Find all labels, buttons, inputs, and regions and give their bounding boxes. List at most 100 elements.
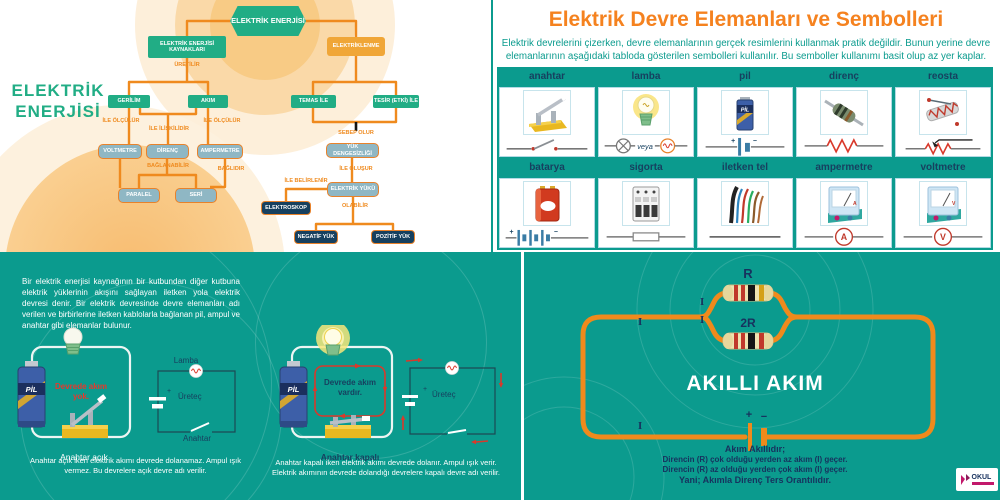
node-negatif-yuk: NEGATİF YÜK	[294, 230, 338, 244]
reosta-image	[919, 90, 967, 136]
closed-circuit-caption: Anahtar kapalı iken elektrik akımı devre…	[271, 458, 501, 477]
cell-reosta	[895, 87, 991, 157]
node-tesir-ile: TESİR (ETKİ) İLE	[373, 95, 419, 108]
schematic-plus-sign: +	[422, 386, 428, 393]
reosta-symbol	[905, 139, 981, 156]
pil-image: PİL	[721, 90, 769, 136]
node-elektrik-yuku: ELEKTRİK YÜKÜ	[327, 182, 379, 197]
header-lamba: lamba	[598, 69, 694, 84]
cell-anahtar	[499, 87, 595, 157]
direnc-symbol	[804, 138, 884, 154]
edge-uretilir: ÜRETİLİR	[174, 62, 200, 68]
schematic-uretec-label: Üreteç	[432, 390, 456, 399]
panel-title: Elektrik Devre Elemanları ve Sembolleri	[548, 8, 944, 31]
top-quadrant-divider	[491, 0, 493, 252]
header-ampermetre: ampermetre	[796, 160, 892, 175]
cell-batarya: + −	[499, 178, 595, 248]
closed-switch-label: Anahtar kapalı	[320, 452, 380, 462]
page-title: ELEKTRİK ENERJİSİ	[11, 81, 105, 122]
current-label-bottom-branch: I	[700, 316, 705, 326]
battery-plus-sign: +	[745, 409, 753, 421]
cell-voltmetre: V V	[895, 178, 991, 248]
symbols-panel: Elektrik Devre Elemanları ve Sembolleri …	[493, 0, 1000, 252]
batarya-symbol: + −	[505, 229, 589, 247]
open-circuit-graphic: PİL	[17, 327, 236, 439]
symbols-table: anahtar lamba pil direnç reosta	[497, 67, 993, 250]
energy-concept-map: ELEKTRİK ENERJİSİ ELEKTRİK ENERJİSİ ELEK…	[0, 0, 491, 252]
open-circuit-caption: Anahtar açık iken elektrik akımı devrede…	[30, 456, 241, 475]
publisher-logo-text: OKUL	[971, 474, 992, 481]
battery-label: PİL	[26, 385, 38, 394]
node-gerilim: GERİLİM	[108, 95, 150, 108]
schematic-lamba-label: Lamba	[173, 356, 199, 365]
smart-current-circuit	[524, 252, 936, 500]
cell-lamba: veya	[598, 87, 694, 157]
resistor-r-label: R	[743, 266, 753, 281]
node-pozitif-yuk: POZİTİF YÜK	[371, 230, 415, 244]
node-paralel: PARALEL	[118, 188, 160, 203]
node-yuk-dengesizligi: YÜK DENGESİZLİĞİ	[326, 143, 379, 158]
panel-subtitle: Elektrik devrelerini çizerken, devre ele…	[501, 38, 991, 62]
schematic-plus-sign: +	[166, 388, 172, 395]
closed-status-text: Devrede akım vardır.	[323, 378, 377, 397]
current-label-top-branch: I	[700, 298, 705, 308]
node-elektroskop: ELEKTROSKOP	[261, 201, 311, 215]
current-label-return: I	[638, 422, 643, 432]
cell-iletken-tel	[697, 178, 793, 248]
edge-baglidir: BAĞLIDIR	[217, 166, 245, 172]
caption-line3: Yani; Akımla Direnç Ters Orantılıdır.	[678, 475, 832, 486]
smart-current-title: AKILLI AKIM	[686, 372, 824, 395]
header-batarya: batarya	[499, 160, 595, 175]
resistor-2r	[722, 332, 774, 350]
edge-ile-olusur: İLE OLUŞUR	[339, 166, 373, 172]
svg-text:PİL: PİL	[741, 106, 750, 113]
anahtar-symbol	[506, 139, 588, 151]
direnc-image	[820, 90, 868, 136]
publisher-logo-bar	[971, 482, 994, 485]
circuits-panel: Bir elektrik enerjisi kaynağının bir kut…	[0, 252, 521, 500]
svg-text:−: −	[554, 229, 558, 236]
svg-text:+: +	[510, 229, 514, 236]
iletken-tel-image	[721, 181, 769, 227]
concept-map-connectors	[118, 19, 398, 230]
schematic-uretec-label: Üreteç	[178, 392, 202, 401]
cell-sigorta	[598, 178, 694, 248]
edge-sebep-olur: SEBEP OLUR	[338, 130, 374, 136]
ampermetre-symbol: A	[804, 228, 884, 247]
pil-symbol: + −	[705, 138, 785, 156]
resistor-r	[722, 284, 774, 302]
edge-ile-olculur-left: İLE ÖLÇÜLÜR	[102, 118, 140, 124]
schematic-anahtar-label: Anahtar	[182, 434, 212, 443]
svg-text:A: A	[841, 232, 848, 242]
edge-baglanabilir: BAĞLANABİLİR	[147, 163, 189, 169]
publisher-logo-icon	[960, 473, 970, 485]
header-reosta: reosta	[895, 69, 991, 84]
header-direnc: direnç	[796, 69, 892, 84]
node-elektriklenme: ELEKTRİKLENME	[327, 37, 385, 56]
svg-text:+: +	[731, 138, 735, 145]
caption-line2: Direncin (R) az olduğu yerden çok akım (…	[662, 465, 848, 475]
node-elektrik-enerjisi: ELEKTRİK ENERJİSİ	[230, 6, 306, 36]
resistor-2r-label: 2R	[740, 316, 756, 330]
voltmetre-symbol: V	[903, 228, 983, 247]
ampermetre-image: A	[820, 181, 868, 227]
node-direnc: DİRENÇ	[146, 144, 189, 159]
current-label-main: I	[638, 318, 643, 328]
node-voltmetre: VOLTMETRE	[98, 144, 142, 159]
circuits-intro-text: Bir elektrik enerjisi kaynağının bir kut…	[22, 277, 240, 331]
batarya-image	[523, 181, 571, 227]
battery-label: PİL	[288, 385, 300, 394]
header-iletken-tel: iletken tel	[697, 160, 793, 175]
sigorta-image	[622, 181, 670, 227]
node-seri: SERİ	[175, 188, 217, 203]
header-pil: pil	[697, 69, 793, 84]
header-sigorta: sigorta	[598, 160, 694, 175]
edge-ile-belirlenir: İLE BELİRLENİR	[284, 178, 328, 184]
lamba-image	[622, 90, 670, 136]
lamba-symbol: veya	[604, 138, 688, 154]
edge-olabilir: OLABİLİR	[342, 203, 368, 209]
smart-current-caption: Akım Akıllıdır; Direncin (R) çok olduğu …	[610, 444, 900, 487]
smart-current-panel: R 2R I I I I + − AKILLI AKIM Akım Akıllı…	[524, 252, 1000, 500]
svg-text:V: V	[940, 232, 946, 242]
open-switch-label: Anahtar açık	[60, 452, 108, 462]
